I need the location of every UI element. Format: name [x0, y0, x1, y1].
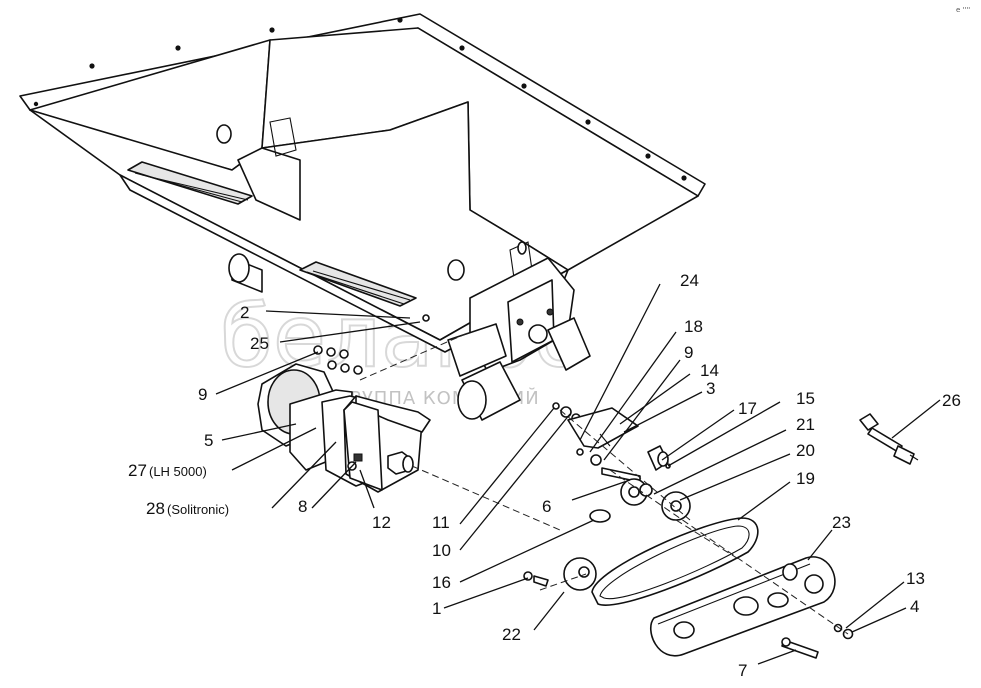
assembly-axis-lines [359, 331, 849, 635]
callout-9: 9 [198, 385, 207, 404]
callout-21: 21 [796, 415, 815, 434]
shaft-small-parts [523, 402, 691, 591]
callout-13: 13 [906, 569, 925, 588]
corner-mark: e '''' [956, 6, 970, 14]
callout-28: 28 [146, 499, 165, 518]
chain-and-cover [591, 517, 854, 659]
callout-6: 6 [542, 497, 551, 516]
callout-labels: 2 25 9 5 27 (LH 5000) 28 (Solitronic) 8 … [128, 271, 961, 680]
callout-16: 16 [432, 573, 451, 592]
callout-15: 15 [796, 389, 815, 408]
sensor-26 [859, 413, 919, 465]
callout-4: 4 [910, 597, 919, 616]
callout-22: 22 [502, 625, 521, 644]
callout-19: 19 [796, 469, 815, 488]
callout-23: 23 [832, 513, 851, 532]
callout-20: 20 [796, 441, 815, 460]
callout-7: 7 [738, 661, 747, 680]
callout-27: 27 [128, 461, 147, 480]
callout-12: 12 [372, 513, 391, 532]
callout-25: 25 [250, 334, 269, 353]
callout-18: 18 [684, 317, 703, 336]
leader-lines [215, 283, 941, 665]
hopper [19, 13, 706, 421]
callout-11: 11 [432, 513, 450, 532]
callout-17: 17 [738, 399, 757, 418]
callout-28-note: (Solitronic) [167, 502, 229, 517]
callout-3: 3 [706, 379, 715, 398]
callout-27-note: (LH 5000) [149, 464, 207, 479]
callout-10: 10 [432, 541, 451, 560]
callout-9-right: 9 [684, 343, 693, 362]
callout-1: 1 [432, 599, 441, 618]
callout-8: 8 [298, 497, 307, 516]
callout-5: 5 [204, 431, 213, 450]
callout-26: 26 [942, 391, 961, 410]
motor-gear-group [257, 314, 431, 493]
callout-24: 24 [680, 271, 699, 290]
callout-14: 14 [700, 361, 719, 380]
callout-2: 2 [240, 303, 249, 322]
